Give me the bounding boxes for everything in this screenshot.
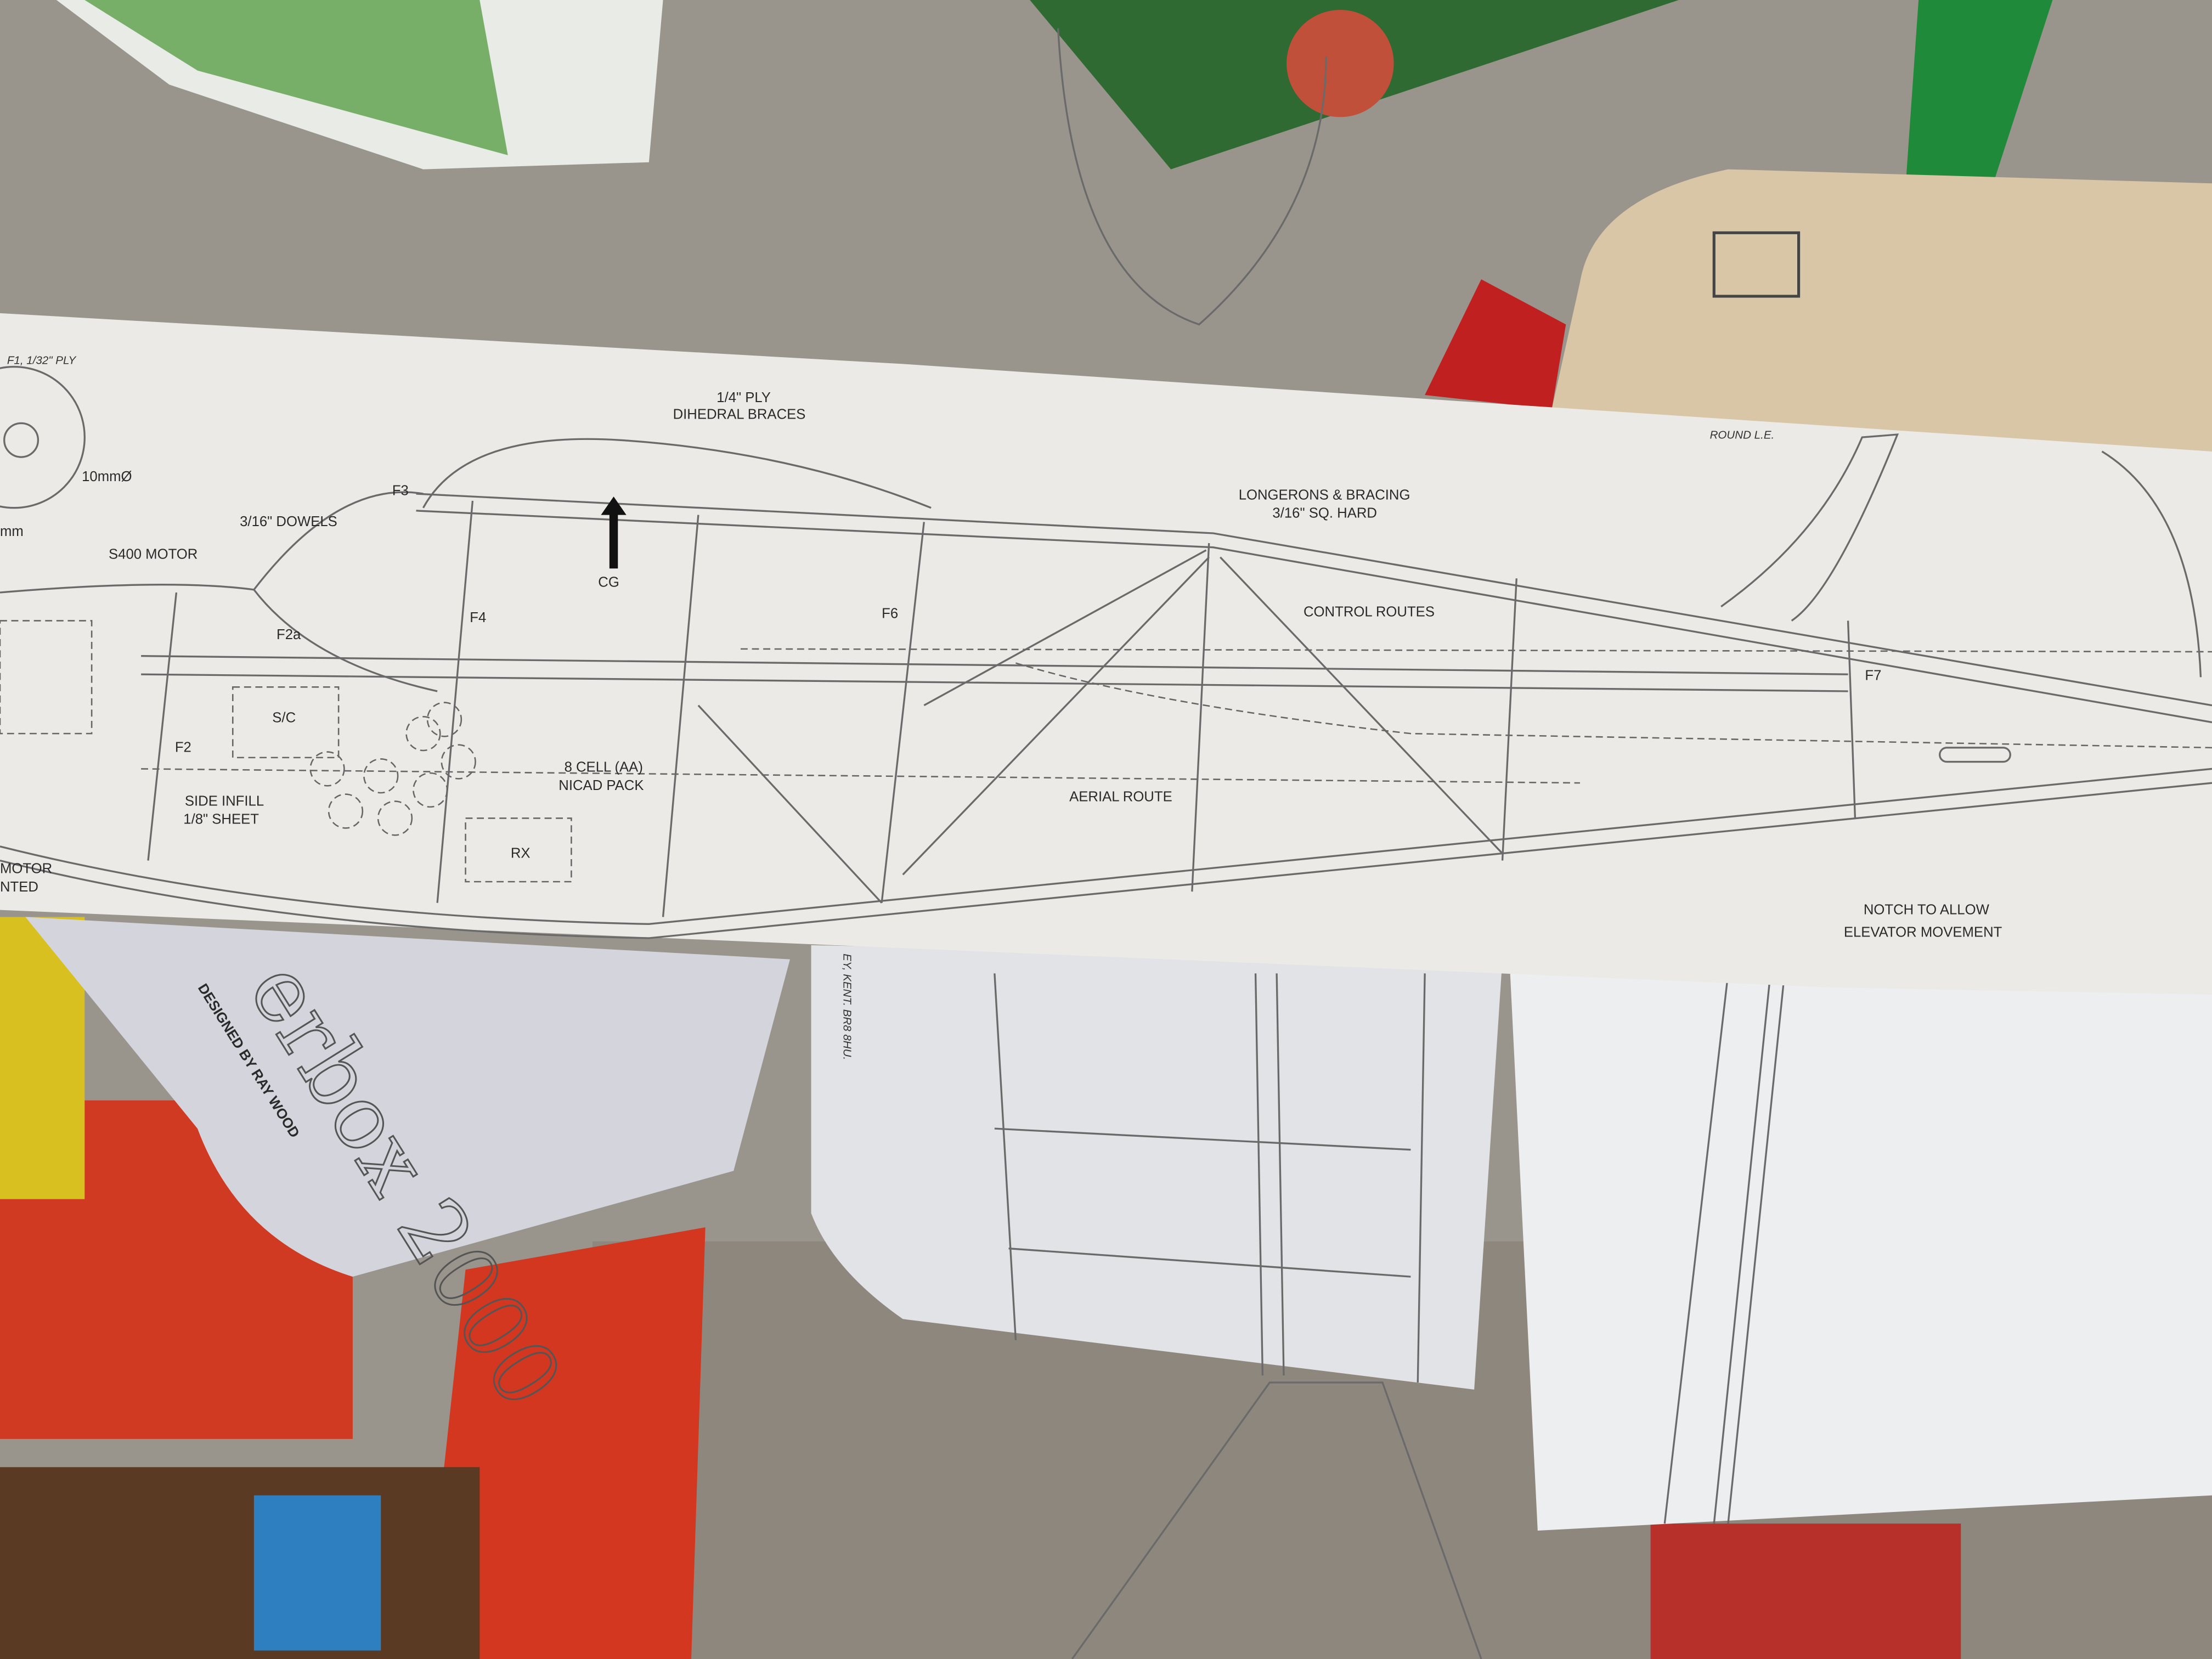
label-diameter: 10mmØ — [82, 469, 132, 484]
label-sq-hard: 3/16" SQ. HARD — [1272, 506, 1377, 521]
aerial-route-line — [141, 768, 1581, 784]
label-dowels: 3/16" DOWELS — [240, 514, 337, 529]
red-box — [1425, 279, 1566, 409]
label-f6: F6 — [882, 606, 898, 621]
label-side-infill: SIDE INFILL — [185, 793, 264, 809]
label-mounted: NTED — [0, 879, 38, 895]
fuselage-plan-sheet: F1, 1/32" PLY 10mmØ mm 1/4" PLY DIHEDRAL… — [0, 313, 2212, 995]
receiver-box — [465, 817, 572, 883]
label-f7: F7 — [1865, 668, 1881, 683]
top-longeron — [416, 493, 2212, 707]
label-f4: F4 — [470, 610, 486, 625]
label-elevator-movement: ELEVATOR MOVEMENT — [1844, 924, 2002, 940]
former-f7 — [1847, 620, 1857, 819]
motor-box — [0, 620, 93, 735]
cockpit-window — [1712, 231, 1801, 298]
label-rx: RX — [511, 845, 531, 861]
red-mower-cover — [423, 1227, 706, 1659]
publisher-address: EY, KENT. BR8 8HU. — [841, 953, 854, 1060]
slot-cutout — [1939, 747, 2011, 763]
wing-section — [422, 438, 932, 509]
nicad-cells — [309, 702, 476, 836]
control-route-upper — [740, 648, 2212, 653]
bottom-longeron — [0, 768, 2212, 925]
label-8-cell: 8 CELL (AA) — [565, 760, 643, 775]
former-f4 — [436, 500, 474, 903]
label-sc: S/C — [272, 710, 296, 726]
canopy-frame — [1720, 433, 1899, 622]
former-f2 — [147, 592, 178, 861]
label-f2: F2 — [175, 740, 191, 755]
control-route-lower — [1015, 662, 2212, 749]
f1-former-drawing — [0, 365, 86, 509]
label-nicad-pack: NICAD PACK — [558, 778, 644, 793]
rubber-strap — [1057, 28, 1327, 326]
speed-controller-box — [232, 686, 340, 759]
label-sheet: 1/8" SHEET — [183, 812, 259, 827]
green-bag — [84, 0, 508, 155]
balsa-fuselage-model — [1551, 169, 2212, 452]
blue-sponge — [253, 1495, 381, 1651]
nose-outline — [0, 491, 424, 594]
former-f6 — [881, 522, 925, 903]
wooden-box — [0, 1467, 480, 1659]
label-s400-motor: S400 MOTOR — [109, 546, 198, 562]
label-aerial-route: AERIAL ROUTE — [1069, 789, 1172, 805]
lower-plan-sheet-right — [1509, 959, 2212, 1531]
label-cg: CG — [598, 575, 619, 590]
label-mm: mm — [0, 524, 24, 539]
middle-longeron — [141, 655, 1848, 675]
label-motor-mount: MOTOR — [0, 861, 52, 877]
label-control-routes: CONTROL ROUTES — [1304, 605, 1435, 620]
label-f1: F1, 1/32" PLY — [7, 354, 77, 366]
lower-plan-sheet-left: EY, KENT. BR8 8HU. — [811, 945, 1503, 1390]
fruit-print — [1286, 10, 1394, 117]
label-ply: 1/4" PLY — [716, 390, 771, 405]
red-case — [1650, 1523, 1961, 1659]
label-f3: F3 — [392, 483, 409, 499]
label-dihedral-braces: DIHEDRAL BRACES — [673, 407, 806, 422]
label-notch: NOTCH TO ALLOW — [1864, 902, 1990, 917]
label-f2a: F2a — [276, 627, 301, 642]
label-round-le: ROUND L.E. — [1710, 429, 1775, 442]
stand-legs — [1071, 1381, 1482, 1659]
label-longerons: LONGERONS & BRACING — [1239, 487, 1410, 503]
cg-arrow-icon — [601, 496, 627, 569]
